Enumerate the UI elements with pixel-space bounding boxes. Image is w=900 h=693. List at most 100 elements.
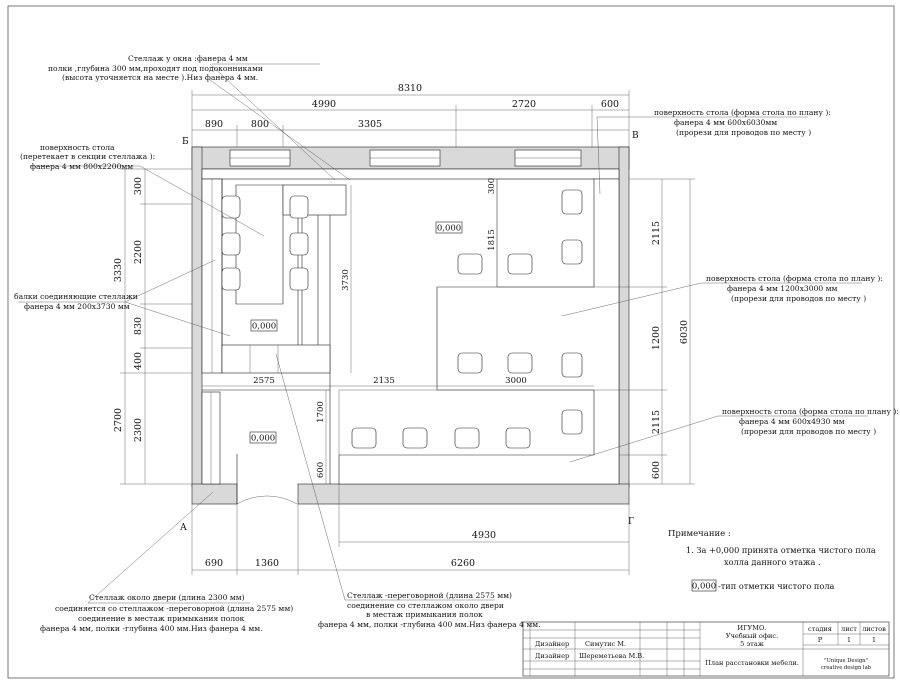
dim-inner: 3730 xyxy=(341,269,351,291)
chair xyxy=(457,253,483,275)
note-line: фанера 4 мм 800х2200мм xyxy=(30,162,133,171)
dim-bottom: 1360 xyxy=(255,558,279,569)
axis-labels: Б В А Г xyxy=(180,131,639,533)
dim-top: 600 xyxy=(601,99,619,110)
note-line: фанера 4 мм 200х3730 мм xyxy=(24,302,130,311)
note-line: Стеллаж около двери (длина 2300 мм) xyxy=(89,593,245,602)
dim-left: 2700 xyxy=(113,408,124,432)
title-block: Дизайнер Симутис М. Дизайнер Шереметьева… xyxy=(522,621,890,677)
note-line: соединение в местаж примыкания полок xyxy=(78,614,245,623)
dim-inner: 600 xyxy=(316,462,326,478)
chair xyxy=(289,267,309,291)
dim-inner: 1700 xyxy=(316,401,326,423)
dim-bottom: 6260 xyxy=(451,558,475,569)
note-line: в местаж примыкания полок xyxy=(366,610,483,619)
sheet-frame xyxy=(7,5,895,679)
level-mark xyxy=(249,431,277,444)
level-mark xyxy=(435,221,463,234)
level-mark xyxy=(250,319,278,332)
leader-lines xyxy=(18,63,868,604)
chair xyxy=(561,239,583,265)
chair xyxy=(457,352,483,374)
note-line: Стеллаж -переговорной (длина 2575 мм) xyxy=(347,591,512,600)
dimension-lines xyxy=(120,90,695,575)
note-line: (прорези для проводов по месту ) xyxy=(741,427,876,436)
note-line: поверхность стола (форма стола по плану … xyxy=(654,108,831,117)
remarks-line: холла данного этажа . xyxy=(724,557,821,567)
dim-right: 2115 xyxy=(651,410,662,434)
tb-header: лист xyxy=(841,625,857,633)
level-value: 0,000 xyxy=(252,322,276,332)
designer-name: Симутис М. xyxy=(585,640,626,648)
annotation-notes: Стеллаж у окна :фанера 4 мм полки ,глуби… xyxy=(14,54,899,633)
remarks-title: Примечание : xyxy=(668,529,731,539)
window-shelf xyxy=(201,168,620,180)
dim-right: 2115 xyxy=(651,221,662,245)
chairs xyxy=(221,189,583,449)
dim-top: 4990 xyxy=(312,99,336,110)
note-line: Стеллаж у окна :фанера 4 мм xyxy=(128,54,248,63)
note-line: фанера 4 мм 1200х3000 мм xyxy=(727,284,838,293)
table-top-right xyxy=(338,178,620,485)
dim-mid: 2575 xyxy=(253,376,275,386)
level-marks: 0,000 0,000 0,000 xyxy=(249,221,463,444)
level-value: 0,000 xyxy=(251,434,275,444)
dim-mid: 2135 xyxy=(373,376,395,386)
tb-value: Р xyxy=(818,636,823,644)
chair xyxy=(505,427,531,449)
door-swing xyxy=(236,495,298,505)
drawing-title: План расстановки мебели. xyxy=(705,659,799,667)
chair xyxy=(561,409,583,435)
dim-right: 600 xyxy=(651,461,662,479)
note-line: поверхность стола (форма стола по плану … xyxy=(706,274,883,283)
axis-a: А xyxy=(180,523,187,533)
dimension-texts: 8310 4990 2720 600 890 800 3305 3330 300… xyxy=(113,83,690,569)
dim-bottom: 690 xyxy=(205,558,223,569)
table-top-left xyxy=(235,184,284,305)
remarks: Примечание : 1. За +0,000 принята отметк… xyxy=(668,529,876,592)
dim-right: 6030 xyxy=(679,320,690,344)
chair xyxy=(289,232,309,256)
chair xyxy=(351,427,377,449)
chair xyxy=(221,232,241,256)
dim-left: 2200 xyxy=(133,240,144,264)
note-line: поверхность стола xyxy=(40,143,115,152)
level-legend-value: 0,000 xyxy=(692,582,716,592)
tb-value: 1 xyxy=(872,636,876,644)
note-line: полки ,глубина 300 мм,проходят под подок… xyxy=(48,64,263,73)
dim-inner: 1815 xyxy=(487,229,497,251)
dim-top: 890 xyxy=(205,119,223,130)
dim-left: 3330 xyxy=(113,258,124,282)
wall-bottom-left xyxy=(191,483,238,505)
wall-bottom-right xyxy=(297,483,630,505)
designer-role: Дизайнер xyxy=(535,652,569,660)
meeting-shelf xyxy=(221,344,331,374)
axis-g: Г xyxy=(628,517,634,527)
axis-v: В xyxy=(632,131,639,141)
dim-mid: 3000 xyxy=(505,376,527,386)
dim-left: 830 xyxy=(133,317,144,335)
dim-inner: 300 xyxy=(487,178,497,194)
project-name: Учебный офис. xyxy=(726,632,778,640)
chair xyxy=(507,253,533,275)
level-legend-text: -тип отметки чистого пола xyxy=(718,581,835,591)
level-legend-mark xyxy=(691,579,717,592)
dim-top: 2720 xyxy=(512,99,536,110)
dim-left: 300 xyxy=(133,177,144,195)
note-line: соединение со стеллажом около двери xyxy=(347,601,504,610)
note-line: (прорези для проводов по месту ) xyxy=(731,294,866,303)
axis-b: Б xyxy=(182,137,189,147)
designer-role: Дизайнер xyxy=(535,640,569,648)
dim-right: 1200 xyxy=(651,326,662,350)
dim-top-total: 8310 xyxy=(398,83,422,94)
tb-header: стадия xyxy=(808,625,832,633)
note-line: фанера 4 мм, полки -глубина 400 мм.Низ ф… xyxy=(318,620,541,629)
note-line: (высота уточняется на месте ).Низ фанера… xyxy=(62,73,258,82)
dim-bottom: 4930 xyxy=(472,530,496,541)
chair xyxy=(507,352,533,374)
note-line: фанера 4 мм 600х4930 мм xyxy=(739,417,845,426)
chair xyxy=(402,427,428,449)
designer-name: Шереметьева М.В. xyxy=(579,652,644,660)
